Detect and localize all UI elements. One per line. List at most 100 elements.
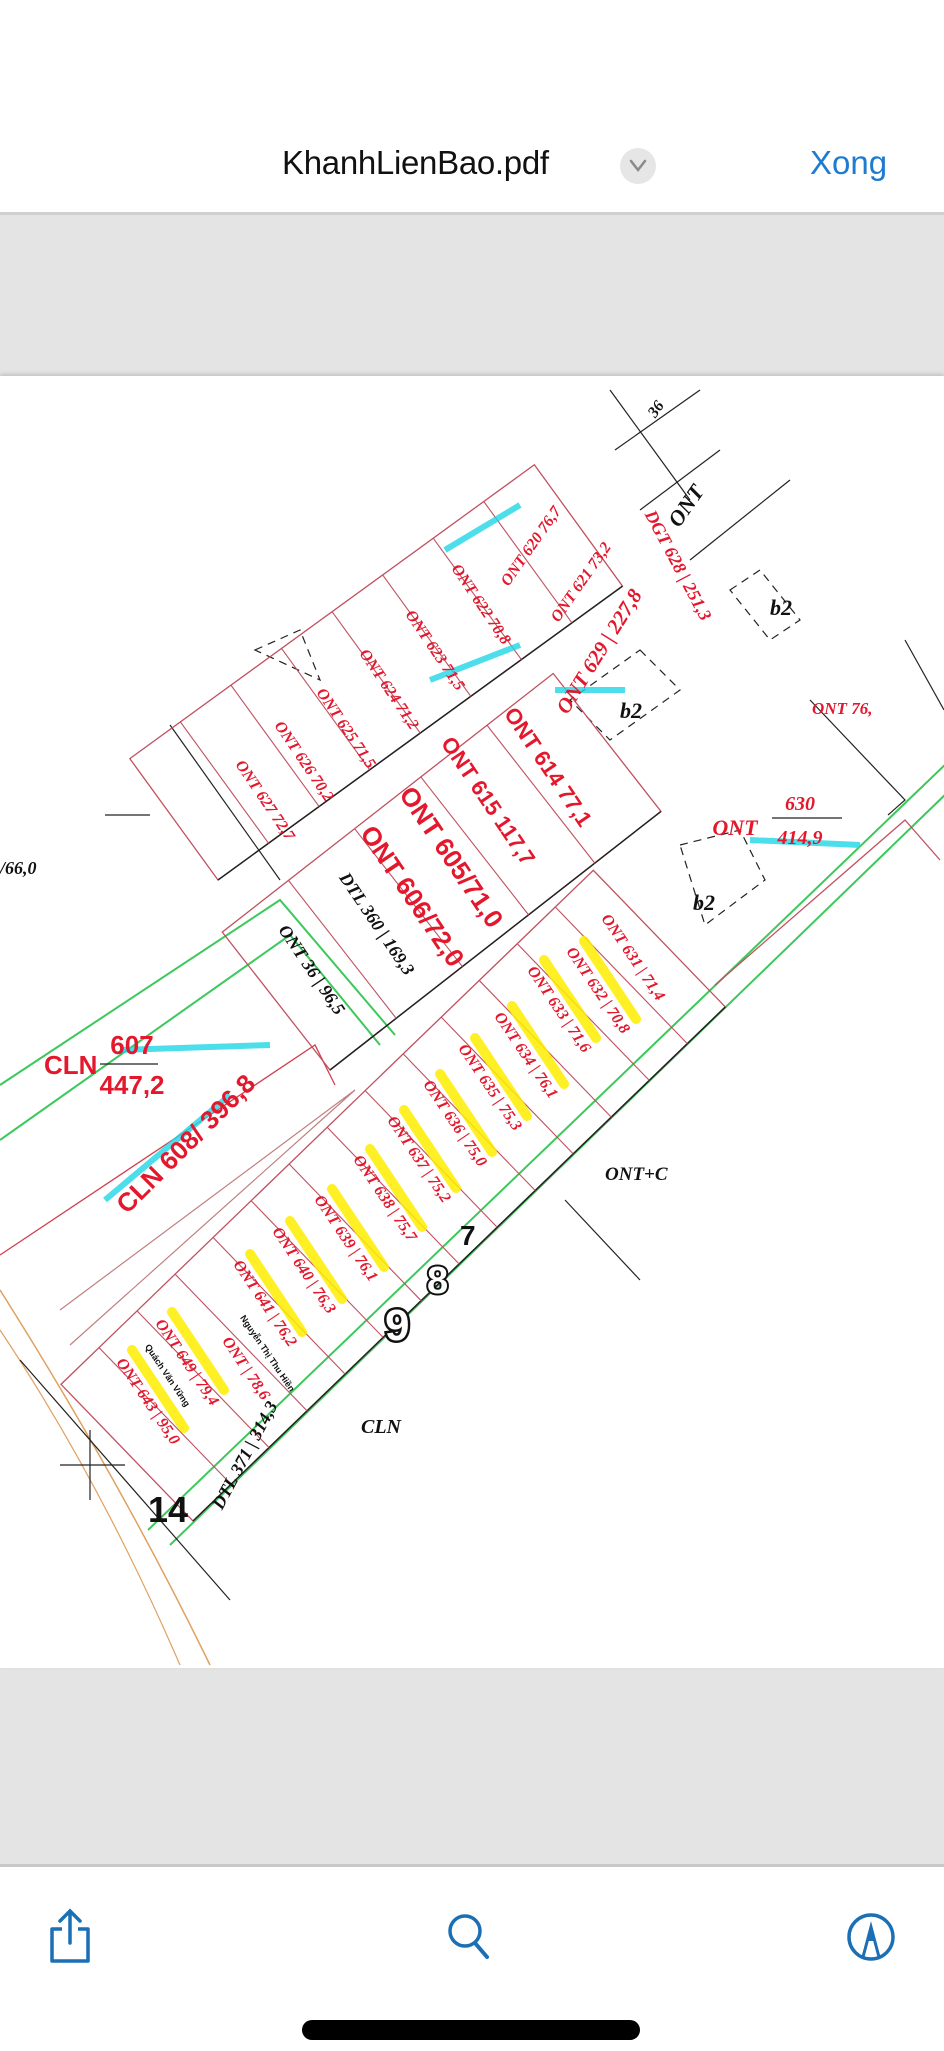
parcel-label: ONT 627 72,7 bbox=[232, 757, 299, 844]
annotation-mark bbox=[428, 642, 522, 683]
pdf-page[interactable]: ONT 643 | 95,0 ONT 649 | 79,4 ONT | 78,6… bbox=[0, 376, 944, 1668]
boundary-line bbox=[639, 449, 721, 511]
road-line bbox=[0, 933, 381, 1141]
building-label: b2 bbox=[770, 595, 792, 620]
highlight-marks bbox=[103, 502, 861, 1433]
building-outline bbox=[729, 569, 801, 641]
cadastral-map: ONT 643 | 95,0 ONT 649 | 79,4 ONT | 78,6… bbox=[0, 389, 944, 1666]
map-labels: ONT 643 | 95,0 ONT 649 | 79,4 ONT | 78,6… bbox=[0, 398, 872, 1530]
boundary-line bbox=[19, 1359, 231, 1601]
parcel-label: CLN bbox=[361, 1416, 403, 1438]
parcel-divider bbox=[420, 776, 530, 916]
highlight-mark bbox=[435, 1069, 497, 1157]
share-icon bbox=[50, 1908, 90, 1963]
parcel-boundary bbox=[714, 819, 941, 986]
parcel-divider bbox=[281, 648, 371, 771]
parcel-label: ONT 625 71,5 bbox=[313, 685, 379, 772]
parcel-label: 414,9 bbox=[777, 827, 823, 849]
road-edge bbox=[192, 1006, 726, 1522]
highlight-mark bbox=[127, 1345, 189, 1433]
map-linework bbox=[0, 389, 944, 1666]
parcel-label: 607 bbox=[110, 1030, 153, 1060]
nav-header: KhanhLienBao.pdf Xong bbox=[0, 0, 944, 215]
document-title[interactable]: KhanhLienBao.pdf bbox=[282, 144, 549, 181]
parcel-boundary bbox=[0, 1044, 336, 1256]
parcel-divider bbox=[230, 684, 320, 807]
annotation-mark bbox=[443, 502, 522, 553]
parcel-label: ONT 626 70,2 bbox=[271, 718, 337, 805]
highlight-mark bbox=[539, 955, 601, 1043]
parcel-divider bbox=[486, 724, 596, 864]
road-label: DTL 371 | 314,3 bbox=[207, 1398, 281, 1514]
highlight-mark bbox=[507, 1001, 569, 1089]
road-edge bbox=[217, 585, 623, 881]
highlight-mark bbox=[579, 936, 641, 1024]
parcel-divider bbox=[432, 537, 522, 660]
annotation-mark bbox=[103, 1092, 232, 1203]
parcel-row bbox=[128, 463, 624, 881]
building-outline bbox=[569, 649, 681, 741]
parcel-divider bbox=[382, 574, 472, 697]
parcel-row bbox=[221, 672, 662, 1071]
search-button[interactable] bbox=[445, 1907, 495, 1970]
boundary-line bbox=[564, 1199, 641, 1281]
road-line bbox=[147, 764, 944, 1531]
parcel-label: ONT+C bbox=[605, 1164, 668, 1185]
parcel-label: ONT 621 73,2 bbox=[548, 539, 615, 625]
parcel-label: /66,0 bbox=[0, 858, 37, 878]
boundary-line bbox=[609, 389, 691, 501]
parcel-label: CLN bbox=[44, 1050, 97, 1080]
building-label: b2 bbox=[693, 890, 715, 915]
parcel-divider bbox=[288, 880, 397, 1019]
highlight-mark bbox=[399, 1105, 461, 1193]
parcel-divider bbox=[174, 1273, 308, 1412]
chevron-down-icon bbox=[629, 159, 647, 173]
parcel-label: ONT bbox=[712, 815, 759, 840]
highlight-mark bbox=[327, 1184, 389, 1272]
parcel-label: ONT 614 77,1 bbox=[499, 703, 597, 832]
boundary-line bbox=[689, 479, 791, 561]
marker-number: 9 bbox=[385, 1301, 409, 1350]
parcel-divider bbox=[354, 828, 463, 967]
road-line bbox=[0, 898, 396, 1086]
annotation-mark bbox=[119, 1042, 271, 1053]
done-button[interactable]: Xong bbox=[810, 144, 888, 181]
highlight-mark bbox=[167, 1307, 229, 1395]
building-label: b2 bbox=[620, 698, 642, 723]
share-button[interactable] bbox=[46, 1907, 94, 1970]
parcel-divider bbox=[483, 501, 573, 624]
markup-pen-icon bbox=[847, 1913, 895, 1961]
parcel-label: ONT bbox=[663, 479, 710, 532]
marker-number: 14 bbox=[148, 1489, 188, 1530]
marker-number: 7 bbox=[460, 1220, 476, 1251]
search-icon bbox=[448, 1914, 489, 1959]
parcel-divider bbox=[331, 611, 421, 734]
boundary-line bbox=[169, 724, 281, 881]
parcel-label: 447,2 bbox=[99, 1070, 164, 1100]
parcel-boundary bbox=[904, 639, 944, 711]
building-outline bbox=[253, 629, 322, 682]
home-indicator[interactable] bbox=[302, 2020, 640, 2040]
title-menu-button[interactable] bbox=[620, 148, 656, 184]
parcel-label: ONT 624 71,2 bbox=[356, 646, 422, 733]
parcel-divider bbox=[554, 906, 688, 1045]
road-edge bbox=[329, 810, 662, 1071]
annotation-mark bbox=[749, 837, 861, 848]
boundary-line bbox=[614, 389, 701, 451]
markup-button[interactable] bbox=[845, 1907, 897, 1970]
building-outline bbox=[679, 829, 766, 926]
boundary-curve bbox=[0, 1329, 181, 1666]
marker-number: 8 bbox=[427, 1260, 448, 1302]
parcel-boundary bbox=[59, 1089, 356, 1346]
parcel-label: 36 bbox=[644, 398, 668, 422]
parcel-boundary bbox=[809, 699, 906, 816]
highlight-mark bbox=[245, 1249, 307, 1337]
bottom-toolbar bbox=[0, 1864, 944, 2051]
highlight-mark bbox=[365, 1144, 427, 1232]
parcel-label: 630 bbox=[785, 793, 815, 815]
highlight-mark bbox=[285, 1216, 347, 1304]
parcel-divider bbox=[326, 1126, 460, 1265]
parcel-divider bbox=[136, 1310, 270, 1448]
highlight-mark bbox=[470, 1033, 532, 1121]
boundary-curve bbox=[0, 1289, 211, 1666]
